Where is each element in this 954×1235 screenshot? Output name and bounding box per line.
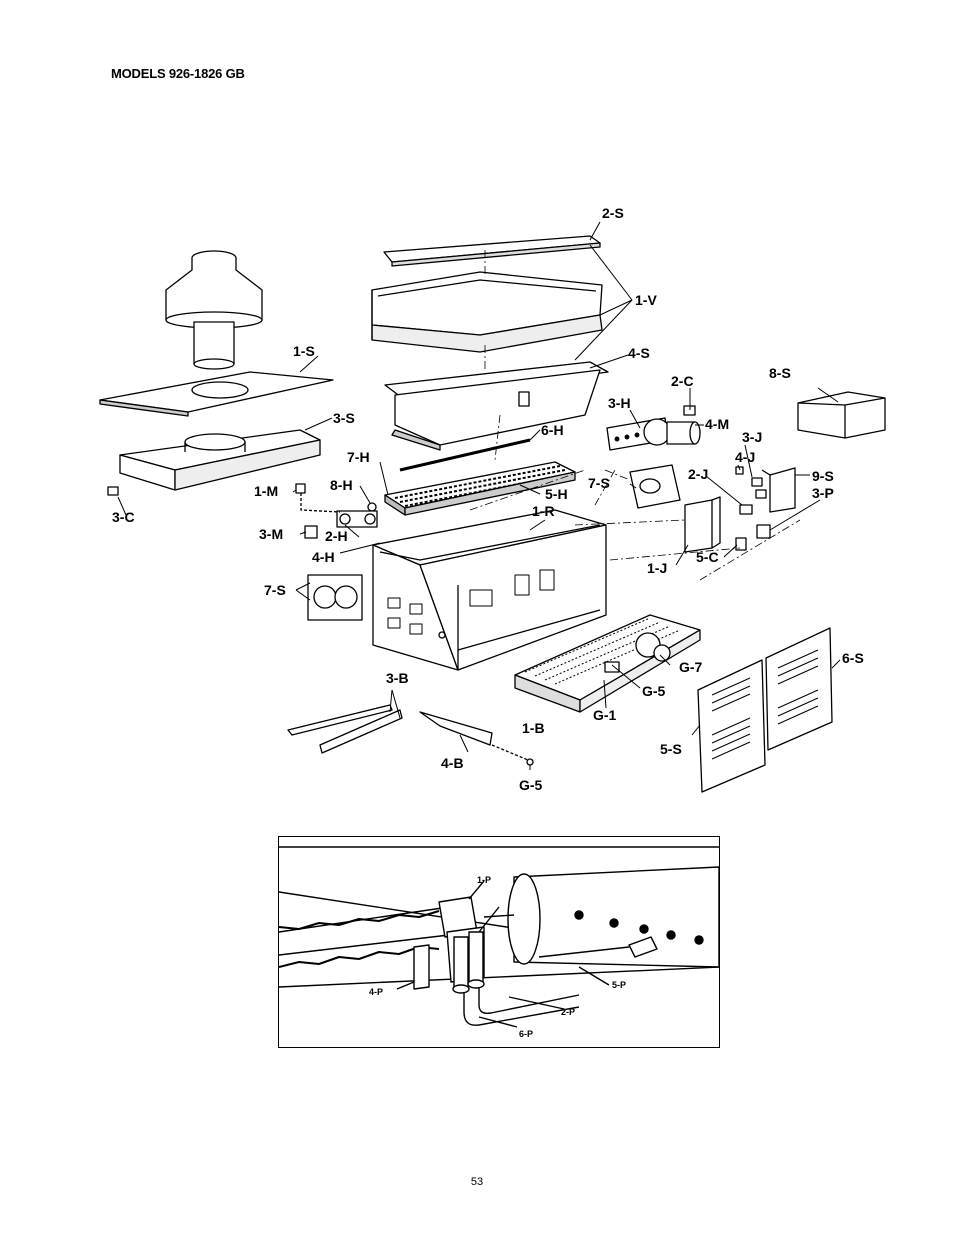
bracket-4b <box>419 711 529 761</box>
label-2h: 2-H <box>325 528 348 544</box>
label-2j: 2-J <box>688 466 708 482</box>
fitting-3c <box>107 486 119 496</box>
label-5s: 5-S <box>660 741 682 757</box>
part-2j <box>739 504 753 515</box>
label-7h: 7-H <box>347 449 370 465</box>
gasket-7s-left <box>307 574 363 621</box>
label-3s: 3-S <box>333 410 355 426</box>
label-4b: 4-B <box>441 755 464 771</box>
label-3m: 3-M <box>259 526 283 542</box>
label-6h: 6-H <box>541 422 564 438</box>
label-6s: 6-S <box>842 650 864 666</box>
fitting-g5-bottom <box>526 758 534 766</box>
chassis-1r <box>372 509 607 671</box>
label-7s-top: 7-S <box>588 475 610 491</box>
inset-label-2p: 2-P <box>561 1007 575 1017</box>
gasket-7s-top <box>629 464 681 509</box>
label-4h: 4-H <box>312 549 335 565</box>
label-8h: 8-H <box>330 477 353 493</box>
label-1b: 1-B <box>522 720 545 736</box>
blower-4m <box>643 418 701 446</box>
label-5h: 5-H <box>545 486 568 502</box>
label-g1: G-1 <box>593 707 617 723</box>
burner-bars-3b <box>287 704 403 754</box>
label-7s-left: 7-S <box>264 582 286 598</box>
label-3h: 3-H <box>608 395 631 411</box>
label-1s: 1-S <box>293 343 315 359</box>
heat-exchanger-7h <box>384 461 576 516</box>
part-3j-a <box>751 477 763 487</box>
label-3p: 3-P <box>812 485 834 501</box>
page-number: 53 <box>470 1176 484 1188</box>
inset-detail-view: 1-P 4-P 5-P 2-P 6-P <box>278 836 720 1048</box>
label-9s: 9-S <box>812 468 834 484</box>
label-4m: 4-M <box>705 416 729 432</box>
label-3j: 3-J <box>742 429 762 445</box>
hood-3s <box>119 429 321 491</box>
label-8s: 8-S <box>769 365 791 381</box>
label-1r: 1-R <box>532 503 555 519</box>
label-4j: 4-J <box>735 449 755 465</box>
burner-tray-1b <box>514 614 701 713</box>
flue-box-4s <box>384 361 609 451</box>
cover-1v <box>371 271 603 353</box>
part-3j-b <box>755 489 767 499</box>
label-g5-bottom: G-5 <box>519 777 543 793</box>
label-4s: 4-S <box>628 345 650 361</box>
label-g7: G-7 <box>679 659 703 675</box>
label-2c: 2-C <box>671 373 694 389</box>
inset-label-1p: 1-P <box>477 875 491 885</box>
label-5c: 5-C <box>696 549 719 565</box>
flat-panel-1s <box>99 371 334 417</box>
part-3m <box>304 525 318 539</box>
part-5c <box>735 537 747 551</box>
duct-8s <box>797 391 886 439</box>
page-title: MODELS 926-1826 GB <box>111 66 245 81</box>
label-2s: 2-S <box>602 205 624 221</box>
header-2h <box>336 510 378 528</box>
side-panel-5s <box>697 659 766 793</box>
label-3b: 3-B <box>386 670 409 686</box>
label-1j: 1-J <box>647 560 667 576</box>
part-3p <box>756 524 771 539</box>
label-1m: 1-M <box>254 483 278 499</box>
part-4j <box>735 466 744 475</box>
bracket-1j <box>684 496 721 553</box>
label-g5-top: G-5 <box>642 683 666 699</box>
inset-label-5p: 5-P <box>612 980 626 990</box>
inset-drawing: 1-P 4-P 5-P 2-P 6-P <box>279 846 719 1039</box>
label-1v: 1-V <box>635 292 657 308</box>
part-1m <box>295 483 306 494</box>
vent-cap <box>165 250 263 370</box>
top-panel-2s <box>383 235 601 267</box>
label-3c: 3-C <box>112 509 135 525</box>
fitting-8h <box>367 502 377 512</box>
inset-label-4p: 4-P <box>369 987 383 997</box>
side-panel-6s <box>765 627 833 751</box>
bracket-9s <box>761 467 796 513</box>
inset-label-6p: 6-P <box>519 1029 533 1039</box>
rod-6h <box>399 438 531 472</box>
